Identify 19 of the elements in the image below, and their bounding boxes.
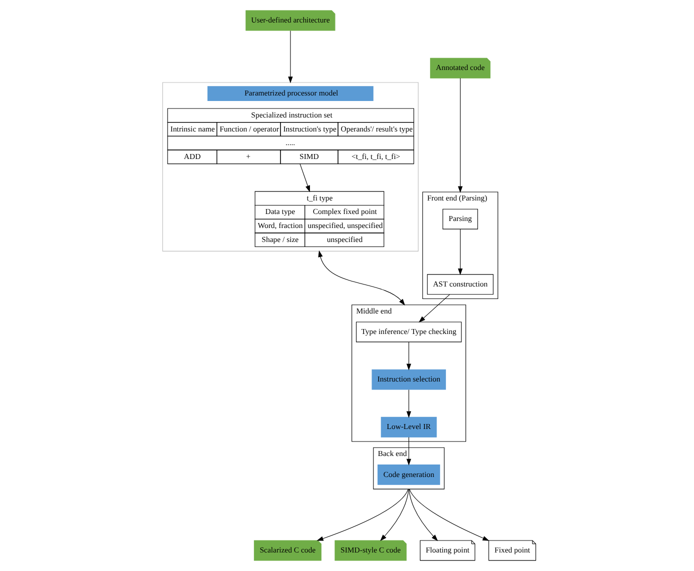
arrow (406, 389, 412, 418)
arrow (418, 294, 450, 323)
arrow (409, 488, 490, 541)
arrow (288, 30, 293, 84)
arrow (406, 342, 412, 370)
arrow (380, 488, 409, 542)
node-box: Parsing (442, 208, 478, 230)
arrow (406, 437, 412, 466)
arrow (300, 164, 310, 192)
arrow (316, 488, 408, 541)
arrow (408, 488, 438, 542)
arrow (458, 228, 463, 276)
node-box: Code generation (378, 464, 440, 485)
node-box: Type inference/ Type checking (356, 322, 462, 342)
node-box: Instruction selection (372, 369, 446, 390)
node-box: Low-Level IR (380, 416, 437, 438)
arrow (318, 250, 406, 306)
arrow (458, 78, 463, 193)
node-box: AST construction (427, 274, 494, 295)
